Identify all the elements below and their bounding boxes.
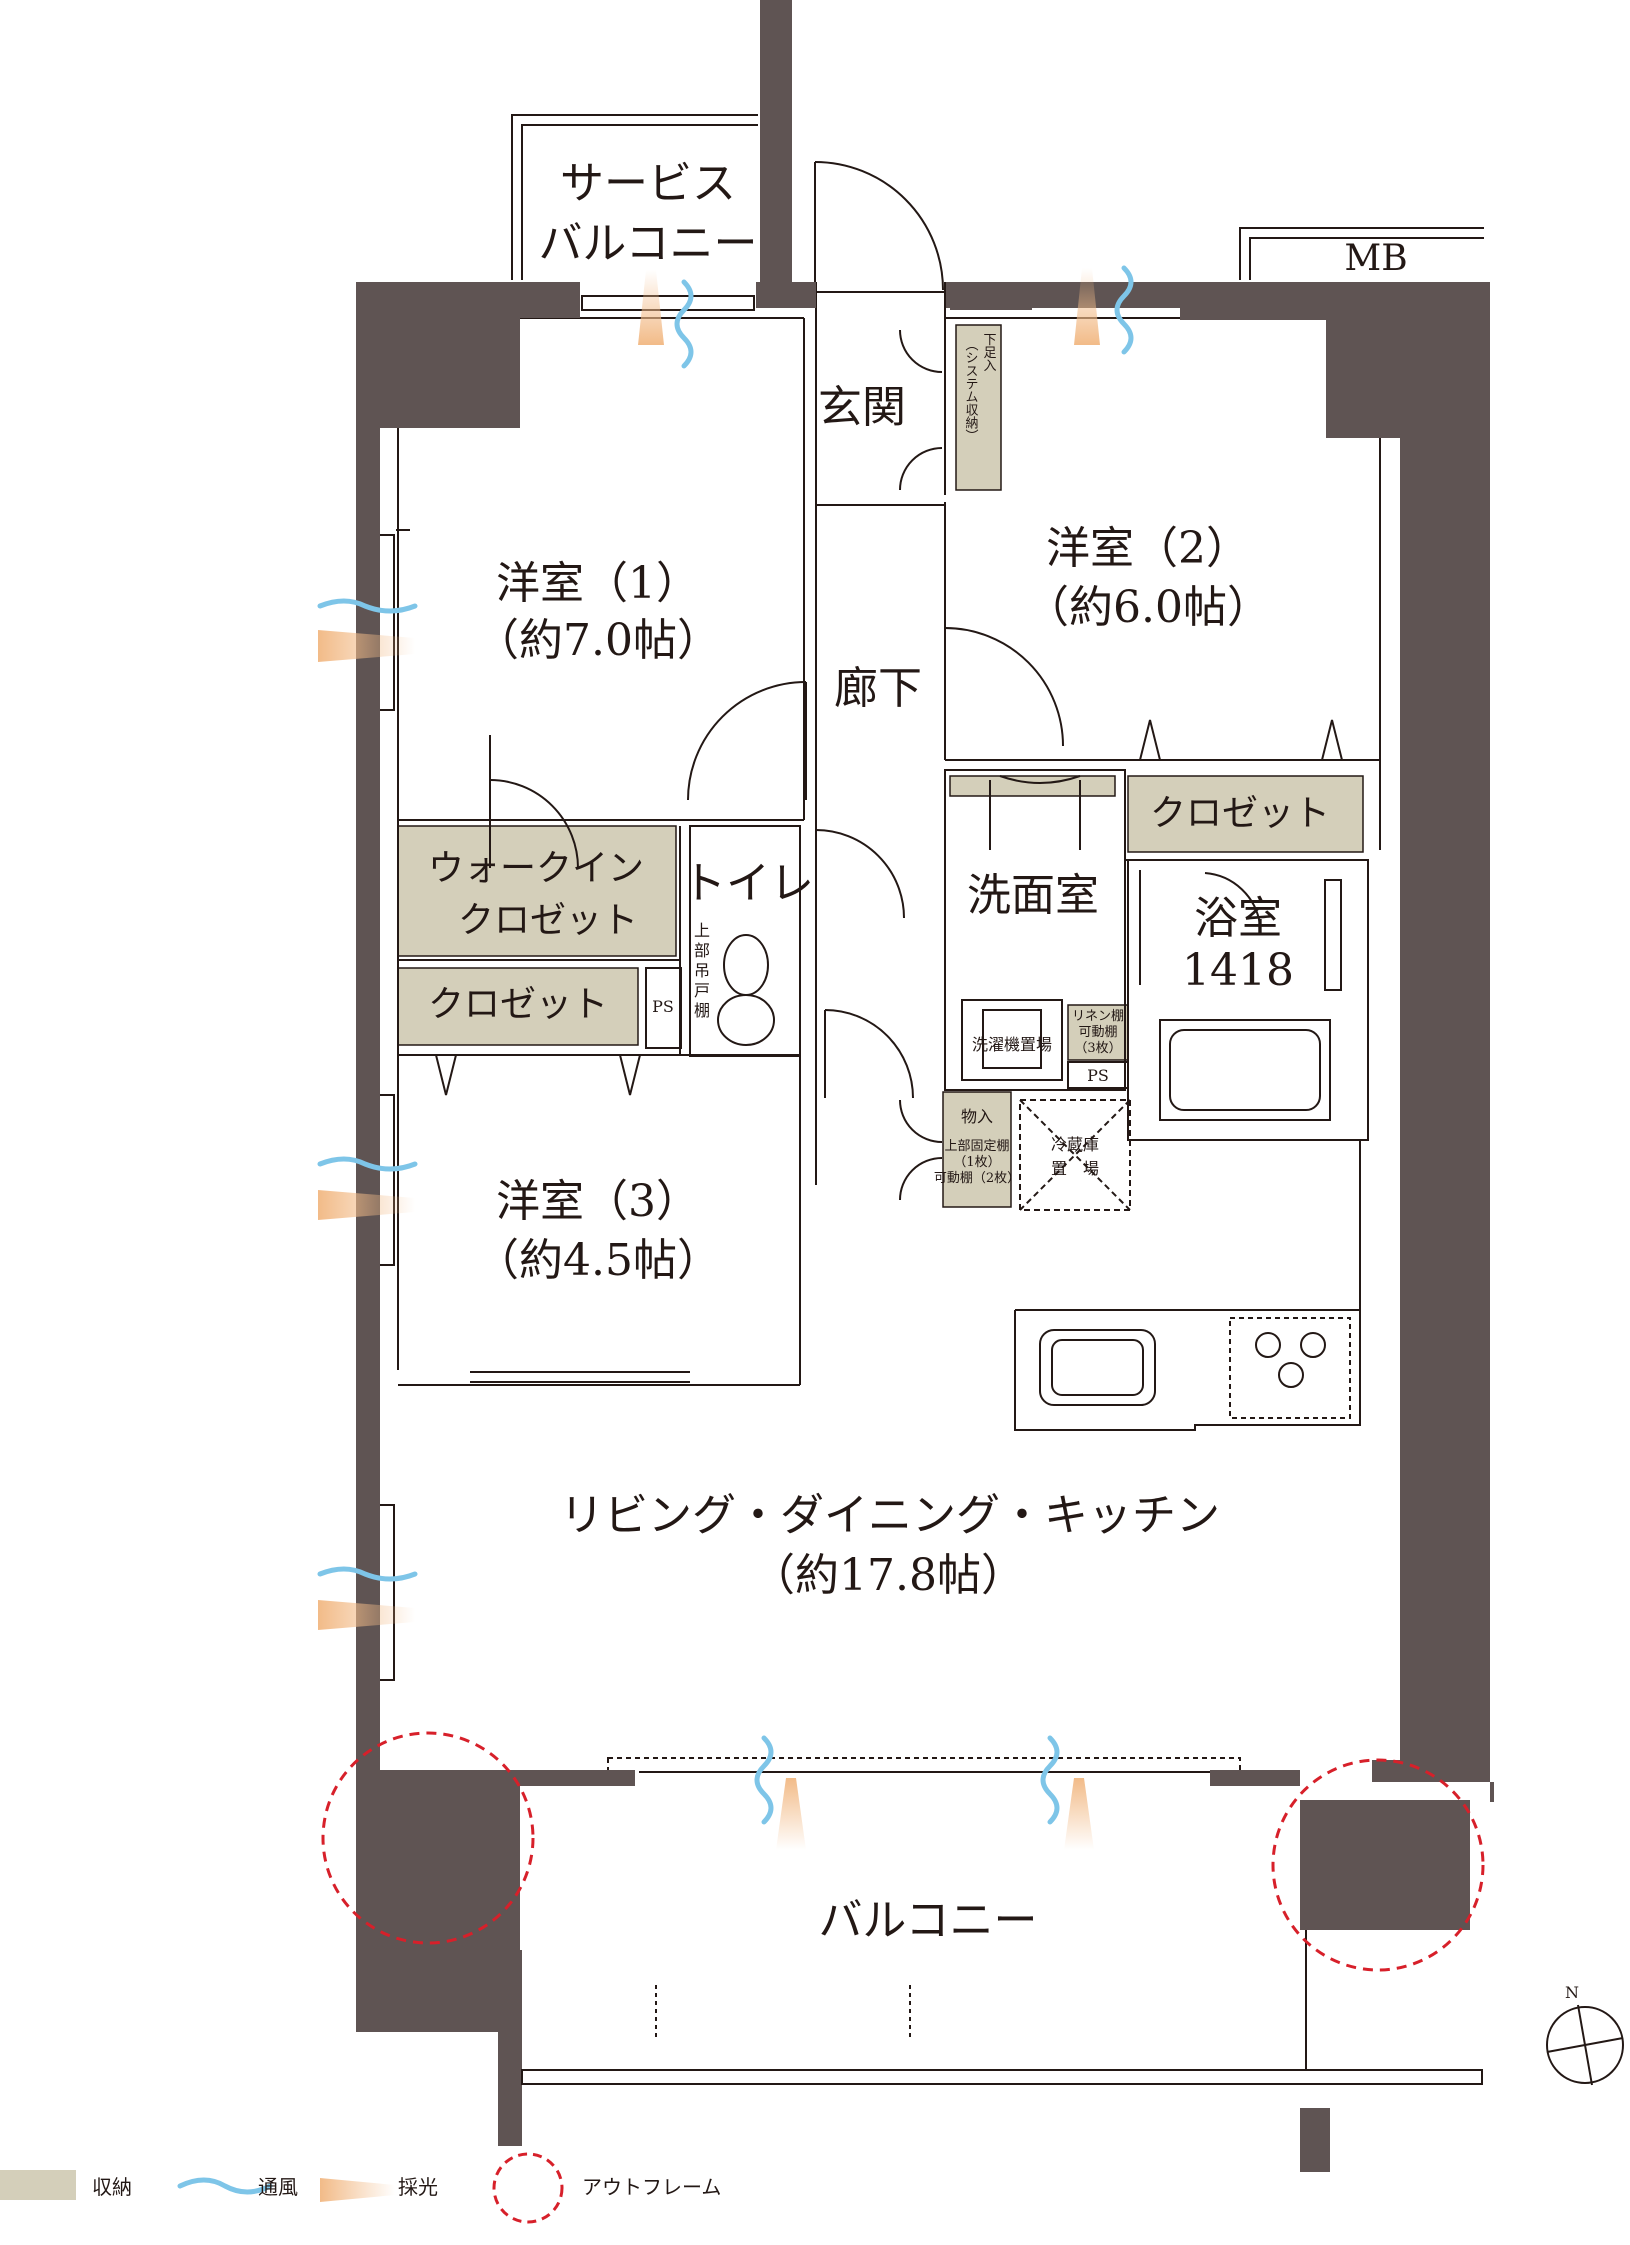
- hallway-label: 廊下: [834, 663, 922, 714]
- closet-a-label: クロゼット: [428, 984, 608, 1025]
- storage-swatch: [0, 2170, 76, 2200]
- compass-needle-h: [1546, 2037, 1624, 2053]
- storage-label-3: （1枚）: [953, 1155, 1000, 1170]
- wind-icon: [177, 2177, 273, 2195]
- outframe-right: [1271, 1758, 1485, 1972]
- walkin-label-1: ウォークイン: [428, 848, 644, 889]
- linen-fill: [1067, 1004, 1129, 1061]
- room-labels: サービス バルコニー 玄関 MB 下足入 （システム収納） 洋室（1） （約7.…: [428, 158, 1408, 1946]
- legend-light-label: 採光: [398, 2175, 438, 2199]
- service-balcony-outline: [511, 114, 1484, 280]
- western2-label-2: （約6.0帖）: [1025, 582, 1271, 633]
- toilet-label: トイレ: [682, 858, 814, 909]
- geta-storage: [955, 324, 1002, 491]
- geta-label-2: （システム収納）: [963, 338, 979, 442]
- walkin-closet-fill: [397, 825, 677, 957]
- fridge-label-1: 冷蔵庫: [1051, 1135, 1099, 1154]
- washroom-label: 洗面室: [967, 870, 1099, 921]
- interior-lines: [397, 282, 1381, 1773]
- western3-label-2: （約4.5帖）: [475, 1235, 721, 1286]
- compass: N: [1546, 1983, 1624, 2086]
- ventilation-light-marks: [317, 265, 1134, 1850]
- western3-label-1: 洋室（3）: [496, 1176, 700, 1227]
- western2-label-1: 洋室（2）: [1046, 523, 1250, 574]
- linen-label-1: リネン棚: [1072, 1009, 1124, 1024]
- washroom-shelf-fill: [949, 775, 1116, 797]
- outframe-markers: [321, 1731, 1485, 1972]
- legend-wind-label: 通風: [258, 2175, 298, 2199]
- ps-label-2: PS: [1087, 1066, 1109, 1085]
- toilet-shelf-char: 上: [694, 921, 710, 940]
- washer-label: 洗濯機置場: [972, 1035, 1052, 1054]
- toilet-shelf-char: 棚: [694, 1001, 710, 1020]
- storage-areas: [397, 324, 1364, 1208]
- ps-label-1: PS: [652, 997, 674, 1016]
- linen-label-3: （3枚）: [1074, 1041, 1121, 1056]
- toilet-shelf-label: 上 部 吊 戸 棚: [694, 921, 710, 1020]
- walkin-label-2: クロゼット: [458, 900, 638, 941]
- western1-label-2: （約7.0帖）: [475, 615, 721, 666]
- compass-circle: [1546, 2006, 1624, 2084]
- storage-label-1: 物入: [961, 1107, 993, 1126]
- fridge-label-2: 置 場: [1051, 1159, 1099, 1178]
- toilet-shelf-char: 吊: [694, 961, 710, 980]
- ldk-label-1: リビング・ダイニング・キッチン: [560, 1490, 1220, 1541]
- balcony-label: バルコニー: [818, 1895, 1037, 1946]
- entrance-label: 玄関: [818, 382, 906, 433]
- storage-label-4: 可動棚（2枚）: [934, 1171, 1020, 1186]
- toilet-shelf-char: 部: [694, 941, 710, 960]
- toilet-shelf-char: 戸: [694, 981, 710, 1000]
- outframe-icon: [492, 2152, 564, 2224]
- legend: 収納 通風 採光 アウトフレーム: [0, 2152, 721, 2224]
- closet-a-fill: [397, 967, 639, 1046]
- storage-label-2: 上部固定棚: [944, 1139, 1009, 1154]
- doors: [435, 161, 1343, 1201]
- legend-storage-label: 収納: [92, 2175, 132, 2199]
- outframe-left: [321, 1731, 535, 1945]
- storage-fill: [942, 1091, 1012, 1208]
- balcony-rail: [521, 1930, 1483, 2085]
- legend-outframe-label: アウトフレーム: [582, 2175, 721, 2199]
- service-balcony-label-1: サービス: [560, 158, 736, 209]
- ldk-label-2: （約17.8帖）: [751, 1550, 1025, 1601]
- western1-label-1: 洋室（1）: [496, 558, 700, 609]
- service-balcony-label-2: バルコニー: [538, 218, 757, 269]
- bathroom-label-1: 浴室: [1194, 893, 1282, 944]
- closet-b-fill: [1127, 775, 1364, 853]
- closet-b-label: クロゼット: [1150, 793, 1330, 834]
- walls: [356, 0, 1494, 2172]
- mb-label: MB: [1344, 238, 1407, 279]
- compass-north-label: N: [1565, 1983, 1579, 2002]
- linen-label-2: 可動棚: [1078, 1025, 1117, 1040]
- bathroom-label-2: 1418: [1182, 945, 1294, 996]
- geta-label-1: 下足入: [981, 333, 997, 372]
- light-icon: [320, 2178, 395, 2202]
